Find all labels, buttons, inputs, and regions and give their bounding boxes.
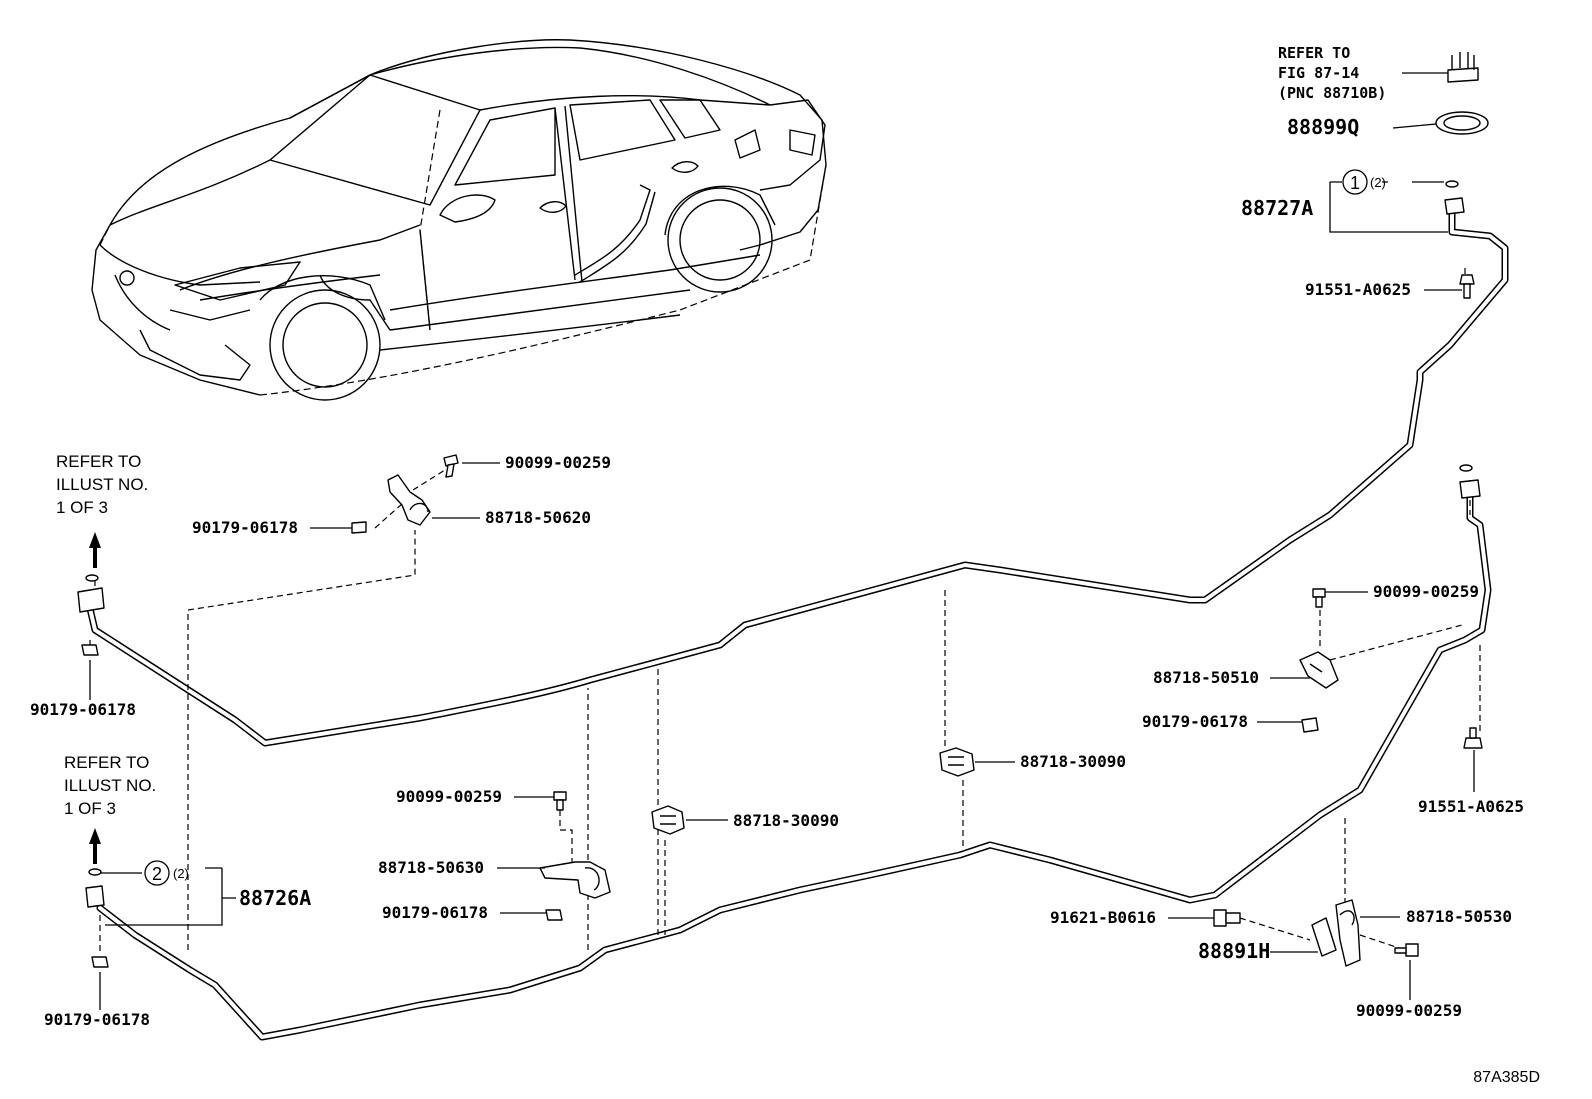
clip-88718-50630-icon: [539, 861, 611, 899]
callout-2: 2 (2): [144, 860, 189, 886]
part-labels: 88899Q 88727A 91551-A0625 90099-00259 90…: [30, 115, 1524, 1029]
label-90179-06178-right: 90179-06178: [1142, 712, 1248, 731]
refer-left-top-line-3: 1 OF 3: [56, 498, 108, 517]
callout-1-qty: (2): [1370, 175, 1386, 190]
nozzle-left-bottom-icon: [85, 885, 105, 908]
refer-note-left-bottom: REFER TO ILLUST NO. 1 OF 3: [64, 753, 156, 818]
label-90179-06178-mid: 90179-06178: [382, 903, 488, 922]
nut-90179-right-icon: [1301, 717, 1319, 733]
refer-left-bottom-line-3: 1 OF 3: [64, 799, 116, 818]
callout-2-qty: (2): [173, 866, 189, 881]
nut-90179-top-icon: [351, 521, 367, 534]
arrow-up-top-icon: [89, 532, 101, 568]
callout-2-number: 2: [152, 864, 162, 884]
refer-left-bottom-line-2: ILLUST NO.: [64, 776, 156, 795]
label-88718-50530: 88718-50530: [1406, 907, 1512, 926]
label-91551-a0625-right: 91551-A0625: [1418, 797, 1524, 816]
clamp-88718-30090-b-icon: [939, 747, 975, 777]
label-88718-30090-b: 88718-30090: [1020, 752, 1126, 771]
callout-1-number: 1: [1350, 173, 1360, 193]
clip-88718-50530-icon: [1335, 899, 1361, 967]
grommet-88899q-icon: [1435, 111, 1489, 135]
clip-88718-50620-icon: [387, 474, 431, 526]
bracket-88891h-icon: [1311, 917, 1337, 957]
nut-90179-mid-icon: [545, 909, 563, 921]
connector-88710b-icon: [1447, 52, 1479, 83]
label-91551-a0625-top: 91551-A0625: [1305, 280, 1411, 299]
label-88718-50630: 88718-50630: [378, 858, 484, 877]
label-88899q: 88899Q: [1287, 115, 1359, 139]
refer-fig-line-3: (PNC 88710B): [1278, 84, 1386, 102]
bolt-91621-icon: [1213, 909, 1241, 927]
o-ring-top-icon: [1445, 180, 1459, 188]
refer-left-top-line-1: REFER TO: [56, 452, 141, 471]
refer-left-bottom-line-1: REFER TO: [64, 753, 149, 772]
label-90099-00259-top: 90099-00259: [505, 453, 611, 472]
nut-90179-bottomleft-icon: [91, 956, 109, 968]
label-88718-50620: 88718-50620: [485, 508, 591, 527]
label-90179-06178-bottomleft: 90179-06178: [44, 1010, 150, 1029]
label-88726a: 88726A: [239, 886, 311, 910]
bolt-91551-right-icon: [1463, 727, 1483, 749]
nozzle-right-icon: [1459, 479, 1481, 499]
refer-note-left-top: REFER TO ILLUST NO. 1 OF 3: [56, 452, 148, 517]
label-90099-00259-mid: 90099-00259: [396, 787, 502, 806]
clamp-88718-30090-a-icon: [651, 805, 685, 835]
label-91621-b0616: 91621-B0616: [1050, 908, 1156, 927]
clip-88718-50510-icon: [1299, 651, 1339, 689]
nozzle-top-icon: [1444, 197, 1465, 215]
hardware-parts: [77, 52, 1489, 968]
arrow-up-bottom-icon: [89, 828, 101, 864]
label-88891h: 88891H: [1198, 939, 1270, 963]
refer-fig-line-1: REFER TO: [1278, 44, 1350, 62]
refer-left-top-line-2: ILLUST NO.: [56, 475, 148, 494]
diagram-code: 87A385D: [1473, 1069, 1540, 1086]
leader-lines: [89, 72, 1475, 1010]
callout-1: 1 (2): [1342, 169, 1386, 195]
refer-note-fig: REFER TO FIG 87-14 (PNC 88710B): [1278, 44, 1386, 102]
screw-90099-right-icon: [1312, 588, 1326, 608]
screw-90099-mid-icon: [553, 791, 567, 811]
nozzle-left-top-icon: [77, 587, 105, 613]
nut-90179-left-icon: [81, 644, 99, 656]
washer-hose-pipes: [84, 201, 1509, 1041]
car-illustration: [91, 39, 827, 401]
screw-90099-bottom-icon: [1394, 943, 1419, 957]
label-90179-06178-left: 90179-06178: [30, 700, 136, 719]
label-88718-30090-a: 88718-30090: [733, 811, 839, 830]
label-90179-06178-topclip: 90179-06178: [192, 518, 298, 537]
bolt-91551-top-icon: [1459, 274, 1475, 299]
label-88718-50510: 88718-50510: [1153, 668, 1259, 687]
label-90099-00259-bottom: 90099-00259: [1356, 1001, 1462, 1020]
screw-90099-top-icon: [443, 454, 459, 478]
refer-fig-line-2: FIG 87-14: [1278, 64, 1359, 82]
label-90099-00259-right: 90099-00259: [1373, 582, 1479, 601]
label-88727a: 88727A: [1241, 196, 1313, 220]
